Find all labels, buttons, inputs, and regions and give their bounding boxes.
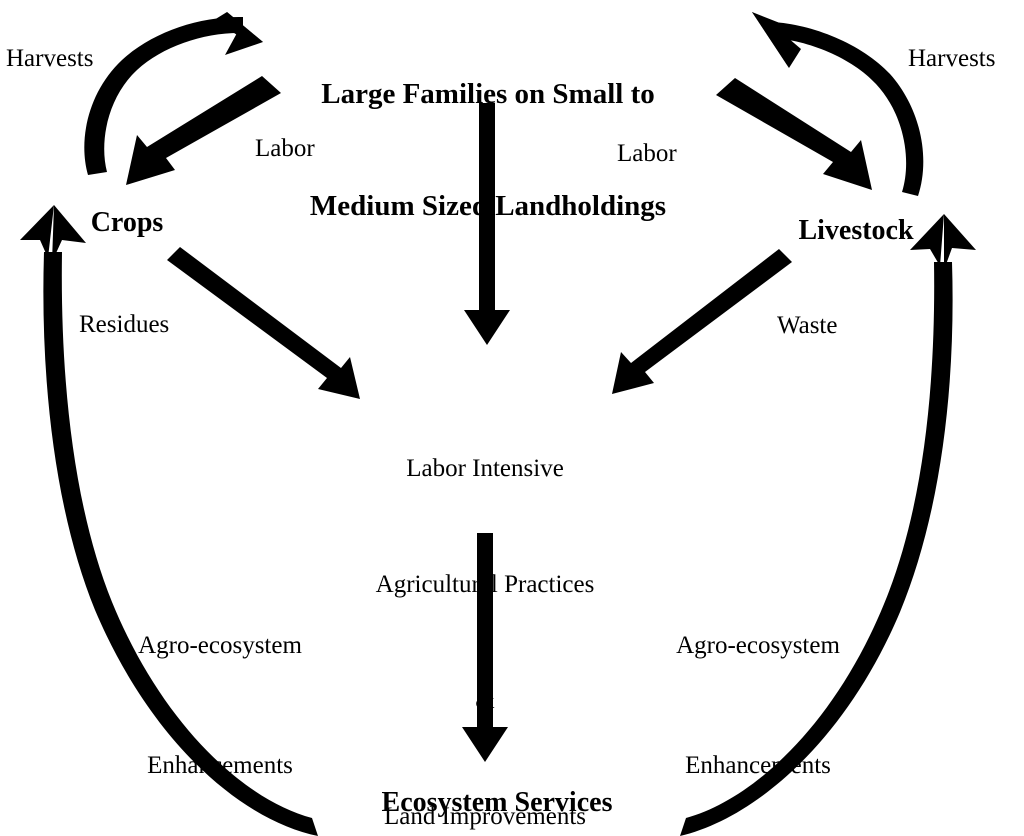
node-practices: Labor Intensive Agricultural Practices &…	[335, 372, 635, 836]
arrow-harvests-livestock-to-families	[752, 12, 924, 196]
node-practices-line4: Land Improvements	[383, 803, 587, 831]
edge-label-waste: Waste	[777, 312, 838, 339]
edge-label-enhancements-right-line2: Enhancements	[685, 752, 831, 779]
node-large-families-line2: Medium Sized Landholdings	[309, 189, 667, 222]
node-practices-line3: &	[475, 687, 495, 714]
edge-label-harvests-left: Harvests	[6, 45, 94, 72]
node-large-families: Large Families on Small to Medium Sized …	[280, 2, 696, 299]
arrow-families-to-practices	[464, 103, 510, 345]
arrow-waste-livestock-to-practices	[612, 249, 792, 394]
arrow-harvests-crops-to-families	[84, 12, 263, 176]
node-practices-line2: Agricultural Practices	[375, 570, 595, 598]
arrow-practices-to-ecosystem	[462, 533, 508, 762]
node-practices-line1: Labor Intensive	[406, 454, 564, 482]
edge-label-harvests-right: Harvests	[908, 45, 996, 72]
node-livestock: Livestock	[798, 215, 914, 246]
arrow-enhancements-ecosystem-to-crops	[20, 205, 319, 836]
arrow-labor-families-to-crops	[126, 76, 281, 185]
node-crops: Crops	[90, 207, 164, 238]
edge-label-labor-left: Labor	[255, 135, 315, 162]
edge-label-residues: Residues	[79, 311, 170, 338]
edge-label-enhancements-right: Agro-ecosystem Enhancements	[660, 546, 856, 836]
arrow-residues-crops-to-practices	[167, 247, 360, 399]
edge-label-labor-right: Labor	[617, 140, 677, 167]
arrow-enhancements-ecosystem-to-livestock	[680, 214, 976, 836]
edge-label-enhancements-right-line1: Agro-ecosystem	[676, 632, 840, 659]
edge-label-enhancements-left-line1: Agro-ecosystem	[138, 632, 302, 659]
arrow-labor-families-to-livestock	[716, 78, 872, 190]
edge-label-enhancements-left-line2: Enhancements	[147, 752, 293, 779]
node-ecosystem-services: Ecosystem Services	[381, 787, 613, 818]
edge-label-enhancements-left: Agro-ecosystem Enhancements	[122, 546, 318, 836]
node-large-families-line1: Large Families on Small to	[321, 78, 655, 111]
